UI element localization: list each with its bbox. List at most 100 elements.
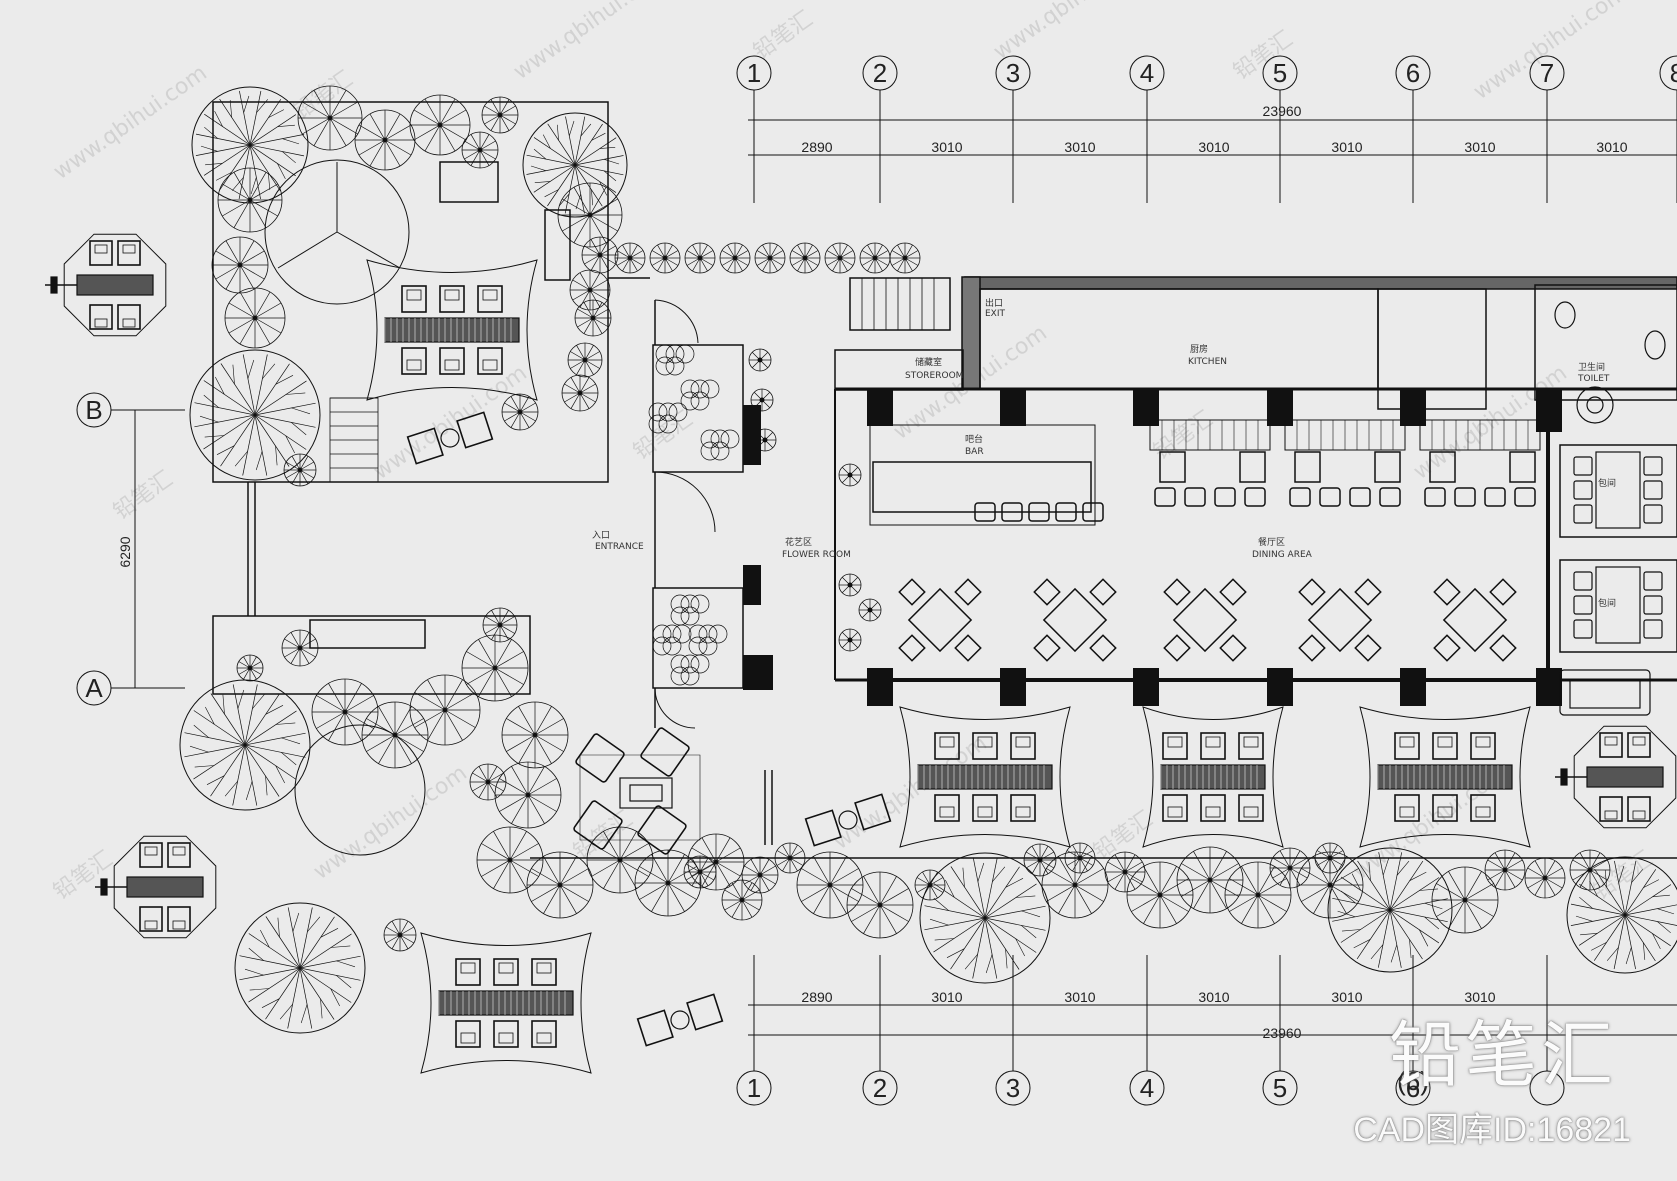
svg-text:8: 8 [1670,58,1677,88]
entry-sofa [1559,669,1651,716]
watermark-text: www.qbihui.com [369,361,532,485]
lounge-set [573,727,701,855]
svg-text:A: A [85,673,103,703]
svg-text:3: 3 [1006,1073,1020,1103]
shrub [567,342,603,378]
shrub [889,242,921,274]
dim-bottom-span-4: 3010 [1198,989,1229,1005]
dining-table-5 [1433,578,1517,662]
watermark-text: 铅笔汇 [109,467,177,525]
brand-logo: 铅笔汇 [1388,1013,1617,1097]
dim-bottom-span-2: 3010 [931,989,962,1005]
bistro-set-1 [406,411,494,465]
outdoor-furniture [45,233,1677,1074]
landscape-trees [179,85,1677,1034]
shrub [1524,857,1566,899]
grid-col-bottom-3: 3 [995,955,1031,1106]
grid-col-bottom-partial: (6) [1397,1066,1429,1096]
shrub [469,763,507,801]
dim-top-span-5: 3010 [1331,139,1362,155]
shrub [750,388,774,412]
label-storeroom: 储藏室 [915,356,942,368]
shrub [476,826,544,894]
shrub [838,463,862,487]
brand-logo-caption: CAD图库ID:16821 [1353,1111,1631,1149]
booth-1 [1149,419,1271,507]
svg-text:6: 6 [1406,58,1420,88]
shrub [211,236,269,294]
large-tree [522,112,628,218]
grid-col-5: 5 [1262,55,1298,203]
label-entrance-en: ENTRANCE [595,542,644,552]
large-tree [919,852,1051,984]
svg-text:6: 6 [1406,1073,1420,1103]
back-stair [849,277,951,331]
planter-shrub [652,624,692,656]
dim-top-span-6: 3010 [1464,139,1495,155]
entrance-planter-2 [652,587,744,689]
grid-col-6: 6 [1395,55,1431,203]
shrub [683,855,717,889]
shrub [846,871,914,939]
large-tree [189,349,321,481]
toilet-fixtures [1554,301,1666,424]
label-flower-room: 花艺区 [785,536,812,548]
shrub [1176,846,1244,914]
front-long-table-2 [1142,706,1284,848]
bar-stools [974,502,1104,522]
dim-bottom-span-3: 3010 [1064,989,1095,1005]
watermark-text: 铅笔汇 [1089,807,1157,865]
grid-row-B: B [76,392,185,428]
round-lawn [264,159,410,305]
shrub [224,287,286,349]
watermark-text: 铅笔汇 [749,7,817,65]
watermark-text: www.qbihui.com [989,0,1152,65]
court-stair [329,397,379,483]
watermark-text: www.qbihui.com [509,0,672,85]
svg-text:7: 7 [1540,58,1554,88]
grid-col-2: 2 [862,55,898,203]
planter-shrub [700,429,740,461]
structural-columns [743,390,1562,706]
kitchen-west-wall [961,276,981,390]
private-room-1 [1559,444,1677,538]
grid-col-bottom-5: 5 [1262,955,1298,1106]
planter-shrub [648,402,688,434]
north-wall [964,276,1677,290]
grid-col-bottom-1: 1 [736,955,772,1106]
axis-grid: 12345678123456(6)23960239602890301030103… [76,55,1677,1106]
shrub [789,242,821,274]
dining-table-1 [898,578,982,662]
garden-ramp [544,209,571,281]
shrub [409,94,471,156]
svg-text:5: 5 [1273,1073,1287,1103]
shrub [1104,851,1146,893]
shrub [481,96,519,134]
shrub [719,242,751,274]
large-tree [179,679,311,811]
label-bar: 吧台 [965,433,983,445]
watermark-text: 铅笔汇 [629,407,697,465]
shrub [461,634,529,702]
shrub [1041,851,1109,919]
shrub [859,242,891,274]
shrub [561,374,599,412]
shrub [796,851,864,919]
dim-top-total: 23960 [1263,103,1302,119]
label-kitchen-en: KITCHEN [1188,357,1227,367]
grid-row-A: A [76,670,185,706]
shrub [494,761,562,829]
svg-text:1: 1 [747,58,761,88]
planter-shrub [655,344,695,376]
watermark-text: www.qbihui.com [49,61,212,185]
shrub [838,573,862,597]
entrance-planter-1 [652,344,744,473]
lower-garden [212,615,531,695]
bar-counter [872,461,1092,513]
shrub [634,849,702,917]
svg-text:2: 2 [873,58,887,88]
svg-text:1: 1 [747,1073,761,1103]
garden-court [212,101,609,483]
label-exit: 出口 [985,297,1003,309]
shrub [409,674,481,746]
